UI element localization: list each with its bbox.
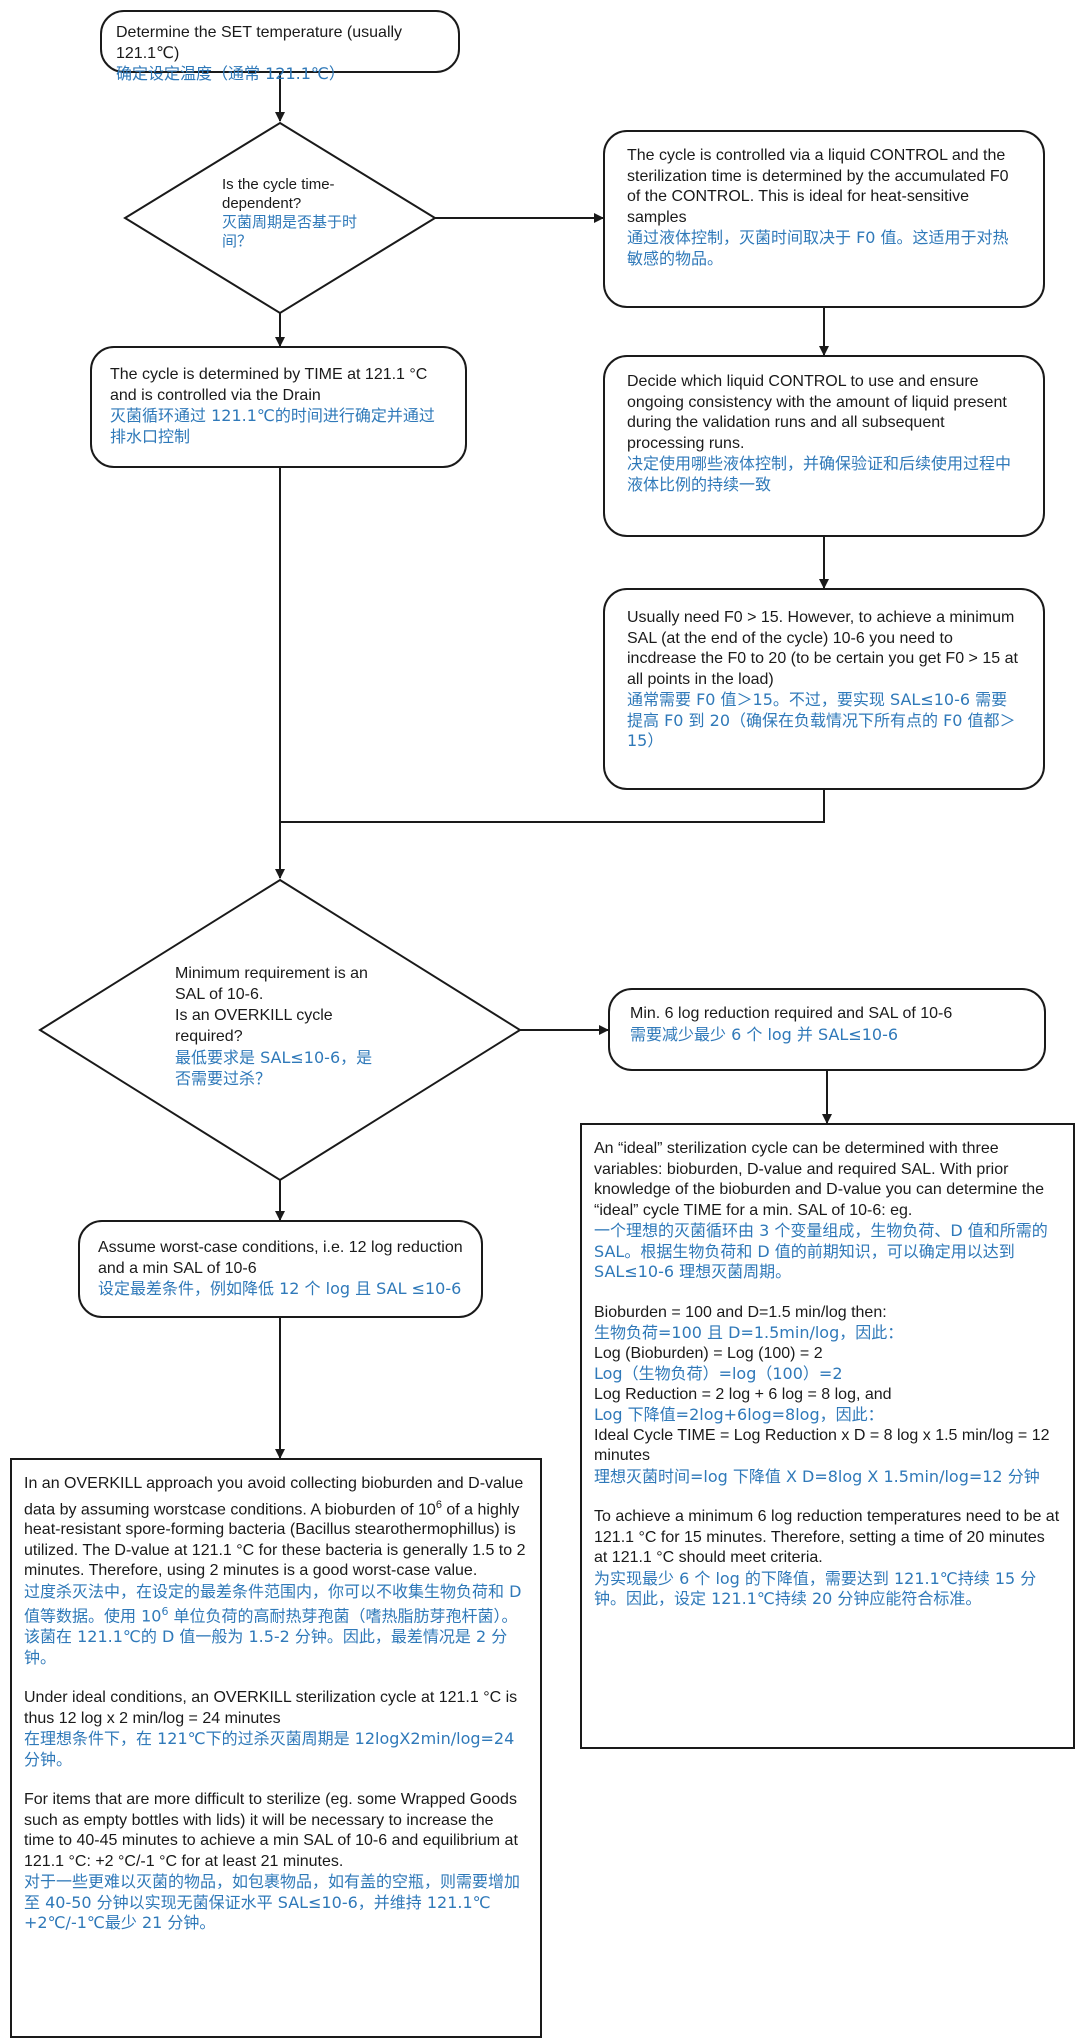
- f0-text-zh: 通常需要 F0 值＞15。不过，要实现 SAL≤10-6 需要提高 F0 到 2…: [627, 690, 1016, 750]
- ideal-l3-en: Log Reduction = 2 log + 6 log = 8 log, a…: [594, 1385, 892, 1403]
- overkill-p1-en-a: In an OVERKILL approach you avoid collec…: [24, 1475, 524, 1518]
- overkill-p3-en: For items that are more difficult to ste…: [24, 1791, 518, 1870]
- decide-box: Decide which liquid CONTROL to use and e…: [603, 355, 1045, 537]
- min6-text-en: Min. 6 log reduction required and SAL of…: [630, 1005, 953, 1022]
- time-text-en: The cycle is determined by TIME at 121.1…: [110, 366, 428, 404]
- start-text-en: Determine the SET temperature (usually 1…: [116, 24, 403, 62]
- decision-overkill-en1: Minimum requirement is an SAL of 10-6.: [175, 965, 368, 1003]
- decide-text-en: Decide which liquid CONTROL to use and e…: [627, 373, 1007, 452]
- ideal-p3-en: To achieve a minimum 6 log reduction tem…: [594, 1508, 1060, 1566]
- overkill-p1-zh-exp: 6: [161, 1605, 169, 1619]
- ideal-l4-en: Ideal Cycle TIME = Log Reduction x D = 8…: [594, 1426, 1050, 1465]
- min6-text-zh: 需要减少最少 6 个 log 并 SAL≤10-6: [630, 1024, 899, 1044]
- decision-overkill-text: Minimum requirement is an SAL of 10-6. I…: [175, 963, 375, 1089]
- worst-box: Assume worst-case conditions, i.e. 12 lo…: [78, 1220, 483, 1318]
- overkill-p1-base: 10: [418, 1500, 436, 1518]
- overkill-p1-exp: 6: [435, 1498, 442, 1511]
- ideal-para-2: Bioburden = 100 and D=1.5 min/log then: …: [594, 1303, 1061, 1488]
- start-box: Determine the SET temperature (usually 1…: [100, 10, 460, 83]
- ideal-l4-zh: 理想灭菌时间=log 下降值 X D=8log X 1.5min/log=12 …: [594, 1466, 1040, 1486]
- decision-time-text: Is the cycle time-dependent? 灭菌周期是否基于时间？: [222, 175, 357, 251]
- overkill-box: In an OVERKILL approach you avoid collec…: [10, 1458, 542, 2038]
- ideal-para-1: An “ideal” sterilization cycle can be de…: [594, 1139, 1061, 1283]
- f0-box: Usually need F0 > 15. However, to achiev…: [603, 588, 1045, 790]
- overkill-para-3: For items that are more difficult to ste…: [24, 1790, 528, 1934]
- overkill-para-1: In an OVERKILL approach you avoid collec…: [24, 1474, 528, 1668]
- overkill-p1-zh-b: 单位负荷的高耐热芽孢菌（嗜热脂肪芽孢杆菌）。该菌在 121.1℃的 D 值一般为…: [24, 1606, 518, 1667]
- ideal-p3-zh: 为实现最少 6 个 log 的下降值，需要达到 121.1℃持续 15 分钟。因…: [594, 1568, 1037, 1609]
- decision-time-zh: 灭菌周期是否基于时间？: [222, 213, 358, 250]
- decide-text-zh: 决定使用哪些液体控制，并确保验证和后续使用过程中液体比例的持续一致: [627, 454, 1012, 494]
- overkill-p1-zh: 过度杀灭法中，在设定的最差条件范围内，你可以不收集生物负荷和 D 值等数据。使用…: [24, 1582, 528, 1668]
- start-text-zh: 确定设定温度（通常 121.1℃）: [116, 64, 345, 83]
- ideal-l2-en: Log (Bioburden) = Log (100) = 2: [594, 1344, 823, 1362]
- worst-text-zh: 设定最差条件，例如降低 12 个 log 且 SAL ≤10-6: [98, 1279, 462, 1298]
- control-text-en: The cycle is controlled via a liquid CON…: [627, 147, 1009, 226]
- time-text-zh: 灭菌循环通过 121.1℃的时间进行确定并通过排水口控制: [110, 406, 435, 446]
- overkill-p1-zh-a: 过度杀灭法中，在设定的最差条件范围内，你可以不收集生物负荷和 D 值等数据。使用: [24, 1581, 522, 1626]
- ideal-l1-zh: 生物负荷=100 且 D=1.5min/log，因此：: [594, 1323, 904, 1342]
- control-text-zh: 通过液体控制，灭菌时间取决于 F0 值。这适用于对热敏感的物品。: [627, 228, 1009, 268]
- ideal-box: An “ideal” sterilization cycle can be de…: [580, 1123, 1075, 1749]
- time-box: The cycle is determined by TIME at 121.1…: [90, 346, 467, 468]
- overkill-p1-en: In an OVERKILL approach you avoid collec…: [24, 1474, 528, 1582]
- overkill-para-2: Under ideal conditions, an OVERKILL ster…: [24, 1688, 528, 1770]
- decision-overkill-en2: Is an OVERKILL cycle required?: [175, 1007, 333, 1045]
- worst-text-en: Assume worst-case conditions, i.e. 12 lo…: [98, 1239, 463, 1277]
- ideal-l2-zh: Log（生物负荷）=log（100）=2: [594, 1364, 843, 1383]
- min6-box: Min. 6 log reduction required and SAL of…: [608, 988, 1046, 1071]
- ideal-p1-zh: 一个理想的灭菌循环由 3 个变量组成，生物负荷、D 值和所需的 SAL。根据生物…: [594, 1221, 1048, 1281]
- ideal-p1-en: An “ideal” sterilization cycle can be de…: [594, 1140, 1045, 1219]
- overkill-p1-zh-base: 10: [141, 1606, 162, 1626]
- ideal-l3-zh: Log 下降值=2log+6log=8log，因此：: [594, 1405, 884, 1424]
- f0-text-en: Usually need F0 > 15. However, to achiev…: [627, 609, 1018, 688]
- overkill-p1-en-b: of a highly heat-resistant spore-forming…: [24, 1500, 526, 1580]
- ideal-para-3: To achieve a minimum 6 log reduction tem…: [594, 1507, 1061, 1610]
- control-box: The cycle is controlled via a liquid CON…: [603, 130, 1045, 308]
- line-f0-merge: [280, 790, 825, 823]
- overkill-p2-zh: 在理想条件下，在 121℃下的过杀灭菌周期是 12logX2min/log=24…: [24, 1729, 515, 1769]
- overkill-p2-en: Under ideal conditions, an OVERKILL ster…: [24, 1689, 518, 1727]
- overkill-p3-zh: 对于一些更难以灭菌的物品，如包裹物品，如有盖的空瓶，则需要增加至 40-50 分…: [24, 1872, 521, 1933]
- decision-time-en: Is the cycle time-dependent?: [222, 176, 335, 212]
- ideal-l1-en: Bioburden = 100 and D=1.5 min/log then:: [594, 1303, 887, 1321]
- decision-overkill-zh: 最低要求是 SAL≤10-6，是否需要过杀？: [175, 1048, 373, 1088]
